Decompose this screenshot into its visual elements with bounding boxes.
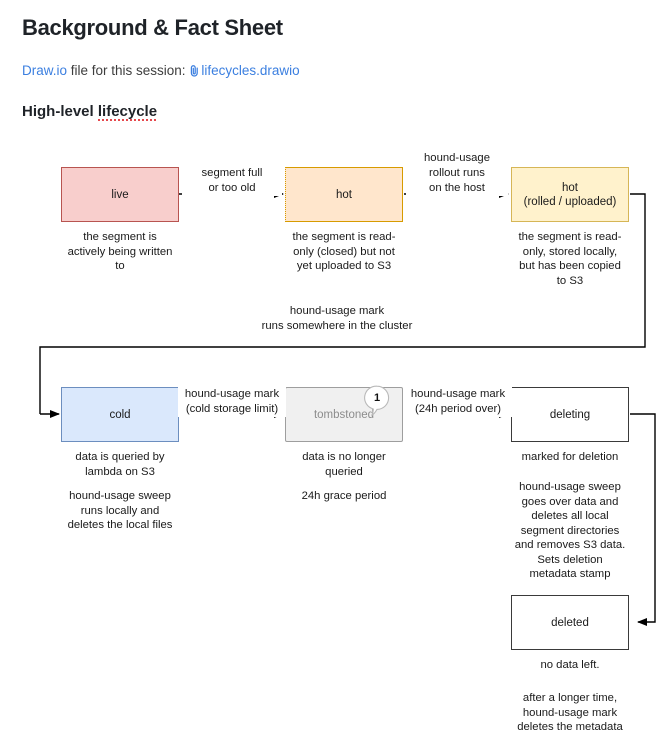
node-hot-label: hot xyxy=(336,188,352,201)
caption-deleting: marked for deletion xyxy=(521,451,619,463)
edge-label-hot-to-hotrolled: hound-usage rollout runs on the host xyxy=(406,151,508,196)
session-line-text: file for this session: xyxy=(67,63,190,78)
paperclip-icon xyxy=(189,64,200,82)
caption-hot: the segment is read- only (closed) but n… xyxy=(292,231,396,272)
edge-label-hotrolled-to-cold: hound-usage mark runs somewhere in the c… xyxy=(232,304,442,334)
node-tombstoned-label: tombstoned xyxy=(313,408,375,421)
edge-label-live-to-hot: segment full or too old xyxy=(182,166,282,196)
document-header: Background & Fact Sheet Draw.io file for… xyxy=(0,0,672,122)
caption-cold: data is queried by lambda on S3 xyxy=(75,451,165,478)
caption-tombstoned: data is no longer queried xyxy=(302,451,386,478)
edge-label-tombstoned-to-deleting: hound-usage mark (24h period over) xyxy=(404,387,512,417)
node-cold[interactable]: cold xyxy=(61,387,179,442)
caption-cold-sweep: hound-usage sweep runs locally and delet… xyxy=(67,490,173,531)
comment-pin-number: 1 xyxy=(373,392,381,404)
section-title-high-level-lifecycle: High-level lifecycle xyxy=(22,102,650,122)
node-hot-rolled-uploaded[interactable]: hot (rolled / uploaded) xyxy=(511,167,629,222)
node-deleted-label: deleted xyxy=(551,616,589,629)
page-title: Background & Fact Sheet xyxy=(22,15,283,40)
node-hot-rolled-label: hot (rolled / uploaded) xyxy=(523,181,617,208)
attachment-link[interactable]: lifecycles.drawio xyxy=(201,63,300,78)
drawio-link[interactable]: Draw.io xyxy=(22,63,68,78)
node-cold-label: cold xyxy=(109,408,131,421)
edge-label-cold-to-tombstoned: hound-usage mark (cold storage limit) xyxy=(178,387,286,417)
edge-deleting-to-deleted xyxy=(630,413,656,626)
caption-deleted: no data left. xyxy=(540,659,600,671)
caption-deleting-sweep: hound-usage sweep goes over data and del… xyxy=(514,481,626,580)
node-deleting[interactable]: deleting xyxy=(511,387,629,442)
comment-pin-icon xyxy=(364,385,390,417)
caption-deleted-metadata: after a longer time, hound-usage mark de… xyxy=(517,692,623,733)
section-title-text: High-level xyxy=(22,103,98,120)
node-deleted[interactable]: deleted xyxy=(511,595,629,650)
lifecycle-diagram: live hot hot (rolled / uploaded) cold to… xyxy=(0,135,672,733)
edge-hotrolled-to-cold-trunk xyxy=(39,193,646,414)
caption-hot-rolled: the segment is read- only, stored locall… xyxy=(518,231,622,287)
node-hot[interactable]: hot xyxy=(285,167,403,222)
session-file-line: Draw.io file for this session: lifecycle… xyxy=(22,62,650,82)
comment-pin-badge[interactable]: 1 xyxy=(364,385,390,417)
node-live[interactable]: live xyxy=(61,167,179,222)
node-deleting-label: deleting xyxy=(549,408,591,421)
caption-tombstoned-grace: 24h grace period xyxy=(301,490,387,502)
section-title-misspelled-word: lifecycle xyxy=(97,103,158,121)
caption-live: the segment is actively being written to xyxy=(67,231,173,272)
node-live-label: live xyxy=(111,188,129,201)
